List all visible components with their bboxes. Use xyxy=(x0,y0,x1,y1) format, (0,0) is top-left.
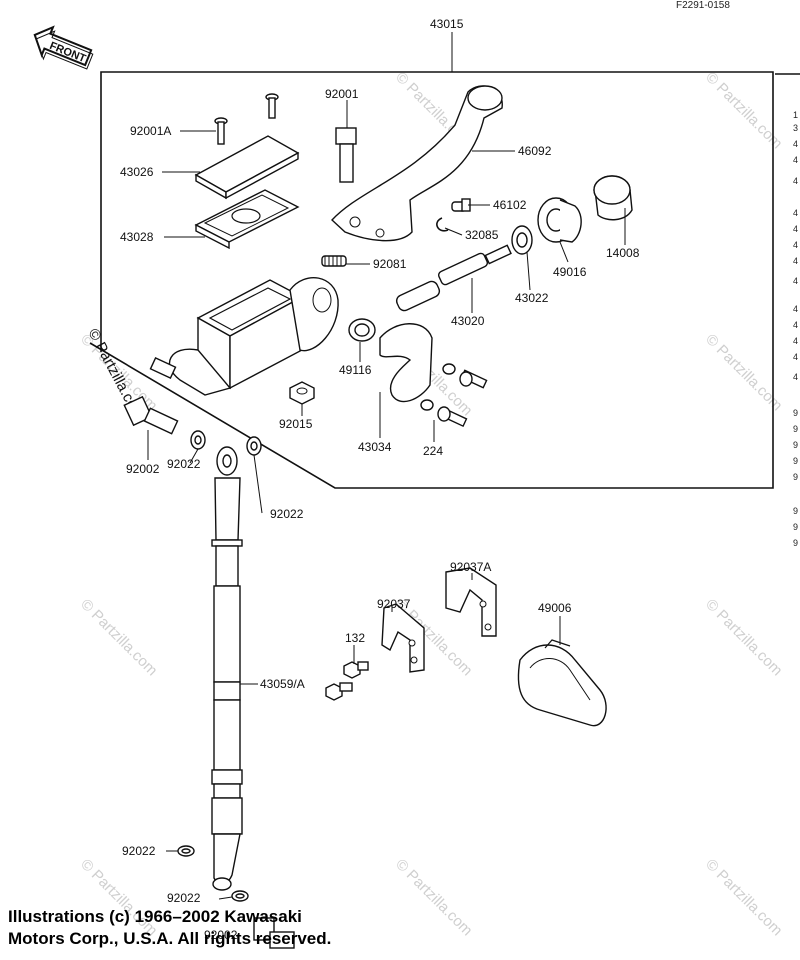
reservoir-cap xyxy=(194,135,300,200)
bolt-132-a xyxy=(343,661,369,679)
side-list-item: 4 xyxy=(793,176,798,186)
label-46102: 46102 xyxy=(493,198,527,212)
figure-code: F2291-0158 xyxy=(676,0,730,11)
watermark-10: © Partzilla.com xyxy=(702,856,785,939)
label-43015: 43015 xyxy=(430,17,464,31)
banjo-bolt-top xyxy=(123,395,179,435)
screw-92001A-a xyxy=(265,93,279,119)
retaining-clip xyxy=(436,217,449,232)
bracket-92037 xyxy=(381,603,425,673)
handlebar-clamp xyxy=(379,323,433,403)
side-list-item: 4 xyxy=(793,224,798,234)
side-list-item: 4 xyxy=(793,256,798,266)
side-list-item: 3 xyxy=(793,123,798,133)
side-list-item: 4 xyxy=(793,304,798,314)
label-43034: 43034 xyxy=(358,440,392,454)
screw-92001A-b xyxy=(214,117,228,145)
label-92022-a: 92022 xyxy=(167,457,201,471)
side-reference-list: 1 3 4 4 4 4 4 4 4 4 4 4 4 4 4 9 9 9 9 9 9 9 9 xyxy=(793,110,798,548)
label-224: 224 xyxy=(423,444,443,458)
front-arrow-icon: FRONT xyxy=(33,25,94,70)
side-list-item: 9 xyxy=(793,408,798,418)
adjuster-pin xyxy=(451,198,471,212)
label-43028: 43028 xyxy=(120,230,154,244)
side-list-item: 4 xyxy=(793,208,798,218)
side-list-item: 4 xyxy=(793,372,798,382)
label-46092: 46092 xyxy=(518,144,552,158)
piston-assembly xyxy=(395,244,512,312)
label-92037A: 92037A xyxy=(450,560,491,574)
watermark-7: © Partzilla.com xyxy=(702,596,785,679)
label-43020: 43020 xyxy=(451,314,485,328)
dust-seal xyxy=(348,318,376,342)
clamp-bolt-lower xyxy=(420,399,468,428)
label-49016: 49016 xyxy=(553,265,587,279)
clutch-lever xyxy=(331,85,503,242)
side-list-item: 9 xyxy=(793,538,798,548)
side-list-item: 9 xyxy=(793,506,798,516)
label-43022: 43022 xyxy=(515,291,549,305)
copyright-line-2: Motors Corp., U.S.A. All rights reserved… xyxy=(8,929,332,948)
copyright-line-1: Illustrations (c) 1966–2002 Kawasaki xyxy=(8,907,302,926)
label-32085: 32085 xyxy=(465,228,499,242)
side-list-item: 9 xyxy=(793,424,798,434)
pivot-bolt xyxy=(335,127,357,183)
label-43059A: 43059/A xyxy=(260,677,305,691)
side-list-item: 4 xyxy=(793,276,798,286)
label-92022-d: 92022 xyxy=(167,891,201,905)
label-92001A: 92001A xyxy=(130,124,171,138)
clutch-hose xyxy=(211,446,243,891)
label-92002-top: 92002 xyxy=(126,462,160,476)
side-list-item: 4 xyxy=(793,320,798,330)
watermark-5: © Partzilla.com xyxy=(77,596,160,679)
side-list-item: 9 xyxy=(793,456,798,466)
label-92037: 92037 xyxy=(377,597,411,611)
banjo-bolt-bottom xyxy=(253,917,295,949)
label-92081: 92081 xyxy=(373,257,407,271)
label-132: 132 xyxy=(345,631,365,645)
copyright-notice: Illustrations (c) 1966–2002 Kawasaki Mot… xyxy=(8,906,428,950)
leader-lines xyxy=(147,100,626,900)
label-92022-c: 92022 xyxy=(122,844,156,858)
side-list-item: 9 xyxy=(793,472,798,482)
spring-small xyxy=(321,255,347,267)
label-49006: 49006 xyxy=(538,601,572,615)
label-92022-b: 92022 xyxy=(270,507,304,521)
label-14008: 14008 xyxy=(606,246,640,260)
side-list-item: 9 xyxy=(793,522,798,532)
label-49116: 49116 xyxy=(339,363,372,377)
bolt-132-b xyxy=(325,682,353,701)
side-list-item: 4 xyxy=(793,240,798,250)
assembly-outline xyxy=(89,71,774,489)
diaphragm xyxy=(194,189,300,250)
master-cylinder-body xyxy=(149,277,339,396)
cap-14008 xyxy=(593,175,633,221)
label-92015: 92015 xyxy=(279,417,313,431)
side-list-item: 4 xyxy=(793,336,798,346)
clamp-bolt-upper xyxy=(442,363,488,389)
side-list-item: 4 xyxy=(793,352,798,362)
cover-49006 xyxy=(517,639,607,727)
side-list-item: 9 xyxy=(793,440,798,450)
boot-49016 xyxy=(537,197,582,243)
side-list-item: 1 xyxy=(793,110,798,120)
label-43026: 43026 xyxy=(120,165,154,179)
label-92001: 92001 xyxy=(325,87,359,101)
side-list-item: 4 xyxy=(793,155,798,165)
bracket-92037A xyxy=(445,567,497,637)
side-list-item: 4 xyxy=(793,139,798,149)
label-92002-bottom: 92002 xyxy=(204,928,238,942)
